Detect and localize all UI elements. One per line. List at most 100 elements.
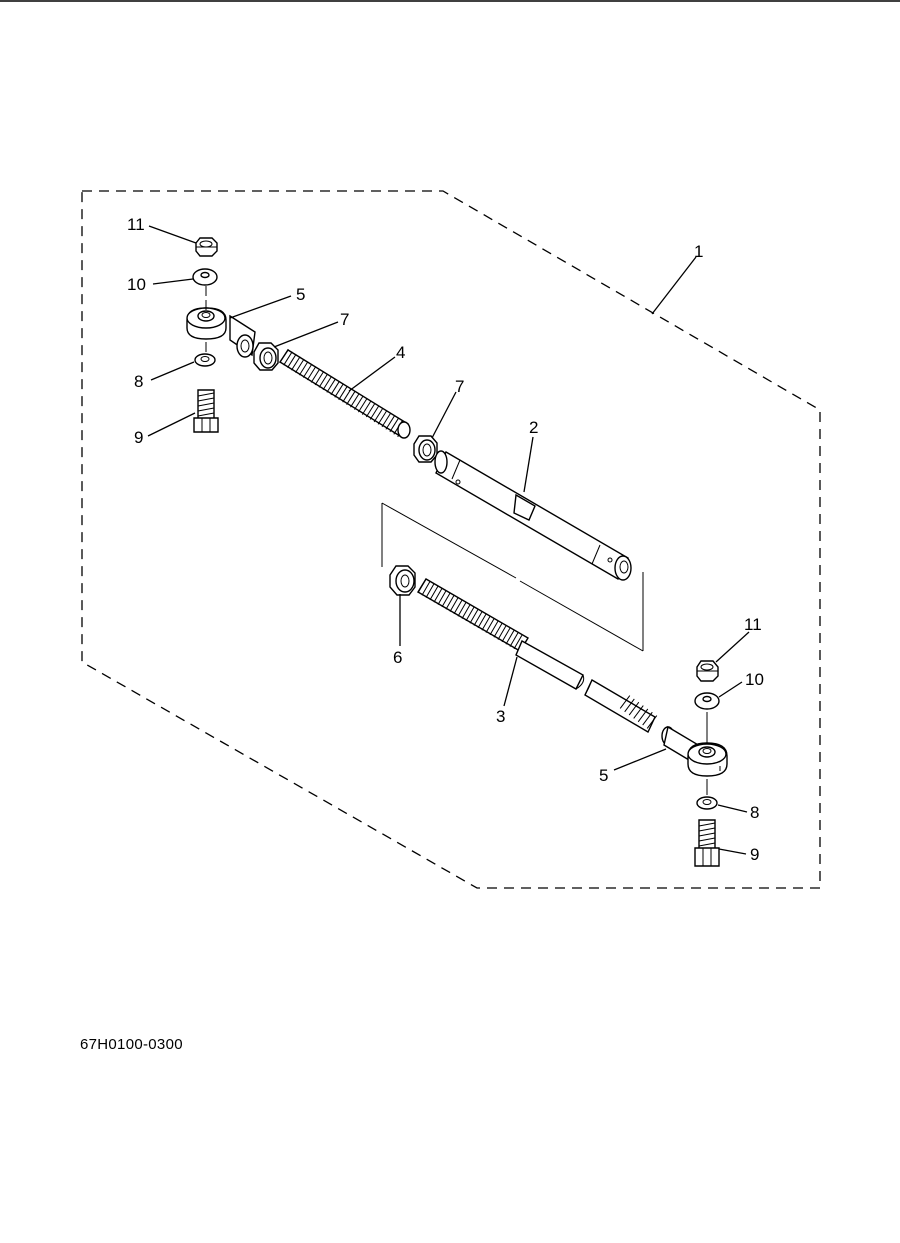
thread-ridge — [465, 606, 475, 622]
thread-ridge — [485, 618, 495, 633]
thread-ridge — [334, 383, 344, 398]
callout-7-left: 7 — [340, 310, 349, 329]
part-10-washer-left — [192, 268, 218, 286]
thread-ridge — [473, 611, 483, 626]
part-3-inner-rod — [417, 578, 658, 733]
thread-ridge — [642, 711, 653, 726]
thread-ridge — [433, 588, 443, 603]
callout-8-left: 8 — [134, 372, 143, 391]
thread-ridge — [326, 378, 336, 393]
thread-ridge — [489, 620, 499, 636]
thread-ridge — [624, 698, 635, 713]
part-5-rod-end-right — [661, 712, 728, 795]
thread-ridge — [437, 590, 447, 605]
part-9-bolt-left — [193, 389, 219, 433]
thread-ridge — [338, 385, 348, 401]
thread-ridge — [306, 366, 317, 381]
callout-5-left: 5 — [296, 285, 305, 304]
thread-ridge — [365, 403, 376, 418]
part-10-washer-right — [694, 692, 720, 710]
part-8-washer-right — [696, 796, 718, 810]
thread-ridge — [357, 398, 368, 413]
thread-ridge — [429, 585, 439, 601]
part-4-threaded-rod — [279, 348, 411, 439]
thread-ridge — [298, 361, 309, 376]
thread-ridge — [449, 597, 459, 612]
thread-ridge — [628, 701, 640, 716]
callout-10-right: 10 — [745, 670, 764, 689]
thread-ridge — [283, 351, 293, 366]
part-7-nut-upper-left — [253, 342, 279, 371]
thread-ridge — [505, 630, 515, 645]
thread-ridge — [361, 400, 372, 415]
callout-labels: 11 10 5 7 8 9 4 7 2 1 6 3 11 10 5 8 9 — [127, 215, 764, 864]
thread-ridge — [350, 393, 360, 408]
callout-7-middle: 7 — [455, 377, 464, 396]
thread-ridge — [509, 632, 519, 647]
thread-ridge — [322, 376, 332, 391]
thread-ridge — [477, 613, 487, 629]
callout-3: 3 — [496, 707, 505, 726]
callout-9-right: 9 — [750, 845, 759, 864]
thread-ridge — [453, 599, 463, 615]
callout-4: 4 — [396, 343, 405, 362]
part-5-rod-end-left — [186, 286, 256, 358]
thread-ridge — [385, 415, 395, 430]
thread-ridge — [381, 413, 391, 428]
part-11-nut-left — [195, 237, 218, 257]
thread-ridge — [425, 583, 435, 598]
thread-ridge — [637, 708, 649, 723]
thread-ridge — [346, 390, 356, 405]
thread-ridge — [646, 715, 658, 729]
thread-ridge — [481, 616, 491, 631]
thread-ridge — [633, 705, 644, 719]
thread-ridge — [330, 381, 340, 396]
thread-ridge — [445, 595, 455, 610]
part-code-label: 67H0100-0300 — [80, 1036, 183, 1053]
part-8-washer-left — [194, 342, 216, 367]
thread-ridge — [287, 353, 297, 368]
callout-2: 2 — [529, 418, 538, 437]
thread-ridge — [302, 363, 313, 378]
thread-ridge — [421, 581, 431, 596]
callout-6: 6 — [393, 648, 402, 667]
thread-ridge — [314, 371, 325, 386]
callout-11-left: 11 — [127, 215, 145, 234]
thread-ridge — [513, 634, 523, 650]
thread-ridge — [279, 348, 289, 364]
part-9-bolt-right — [694, 819, 720, 867]
callout-11-right: 11 — [744, 615, 762, 634]
thread-ridge — [310, 368, 321, 383]
thread-ridge — [291, 356, 301, 371]
thread-ridge — [369, 405, 380, 420]
callout-9-left: 9 — [134, 428, 143, 447]
thread-ridge — [469, 609, 479, 624]
thread-ridge — [354, 395, 364, 410]
part-7-nut-middle — [413, 435, 438, 463]
thread-ridge — [373, 408, 384, 423]
part-6-nut — [389, 565, 416, 596]
callout-5-right: 5 — [599, 766, 608, 785]
thread-ridge — [318, 373, 329, 388]
callout-10-left: 10 — [127, 275, 146, 294]
part-2-outer-tube — [434, 450, 632, 581]
assembly-connector-lines — [381, 502, 644, 652]
thread-ridge — [389, 418, 399, 433]
thread-ridge — [493, 623, 503, 638]
callout-8-right: 8 — [750, 803, 759, 822]
leader-lines — [147, 225, 750, 855]
thread-ridge — [295, 358, 305, 373]
assembly-boundary — [81, 190, 821, 889]
part-11-nut-right — [696, 660, 719, 682]
thread-ridge — [417, 578, 427, 594]
thread-ridge — [501, 627, 511, 643]
thread-ridge — [441, 592, 451, 608]
callout-1: 1 — [694, 242, 703, 261]
thread-ridge — [619, 695, 631, 709]
thread-ridge — [457, 602, 467, 617]
thread-ridge — [461, 604, 471, 619]
thread-ridge — [497, 625, 507, 640]
thread-ridge — [377, 410, 388, 425]
